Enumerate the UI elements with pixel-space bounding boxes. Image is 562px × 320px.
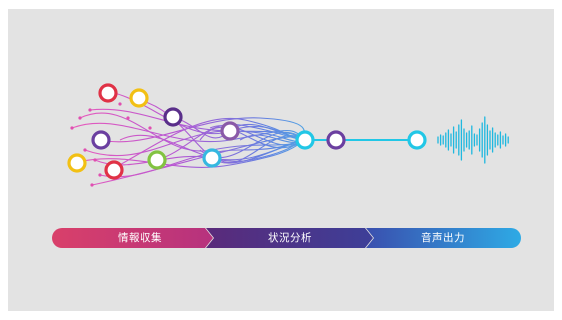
node-lavender — [220, 121, 240, 141]
stage-bar — [52, 228, 521, 248]
stage-label-collect: 情報収集 — [118, 232, 162, 244]
node-green — [147, 150, 167, 170]
stage-bar-analyze — [206, 228, 373, 248]
node-yellow-bottom — [67, 153, 87, 173]
stage-bar-collect — [52, 228, 213, 248]
stage-bar-output — [366, 228, 521, 248]
node-cyan-output — [407, 130, 427, 150]
node-red-top — [98, 83, 118, 103]
node-cyan-mid — [202, 148, 222, 168]
node-rings — [67, 83, 427, 180]
source-dots — [70, 102, 152, 187]
canvas — [8, 9, 554, 311]
node-cyan-converge — [295, 130, 315, 150]
stage-label-output: 音声出力 — [421, 232, 465, 244]
node-purple-converge — [326, 130, 346, 150]
node-purple-mid — [163, 107, 183, 127]
sound-wave-icon — [437, 116, 509, 164]
stage-label-analyze: 状況分析 — [268, 232, 312, 244]
node-red-bottom — [104, 160, 124, 180]
node-yellow-top — [129, 88, 149, 108]
node-purple-left — [91, 130, 111, 150]
